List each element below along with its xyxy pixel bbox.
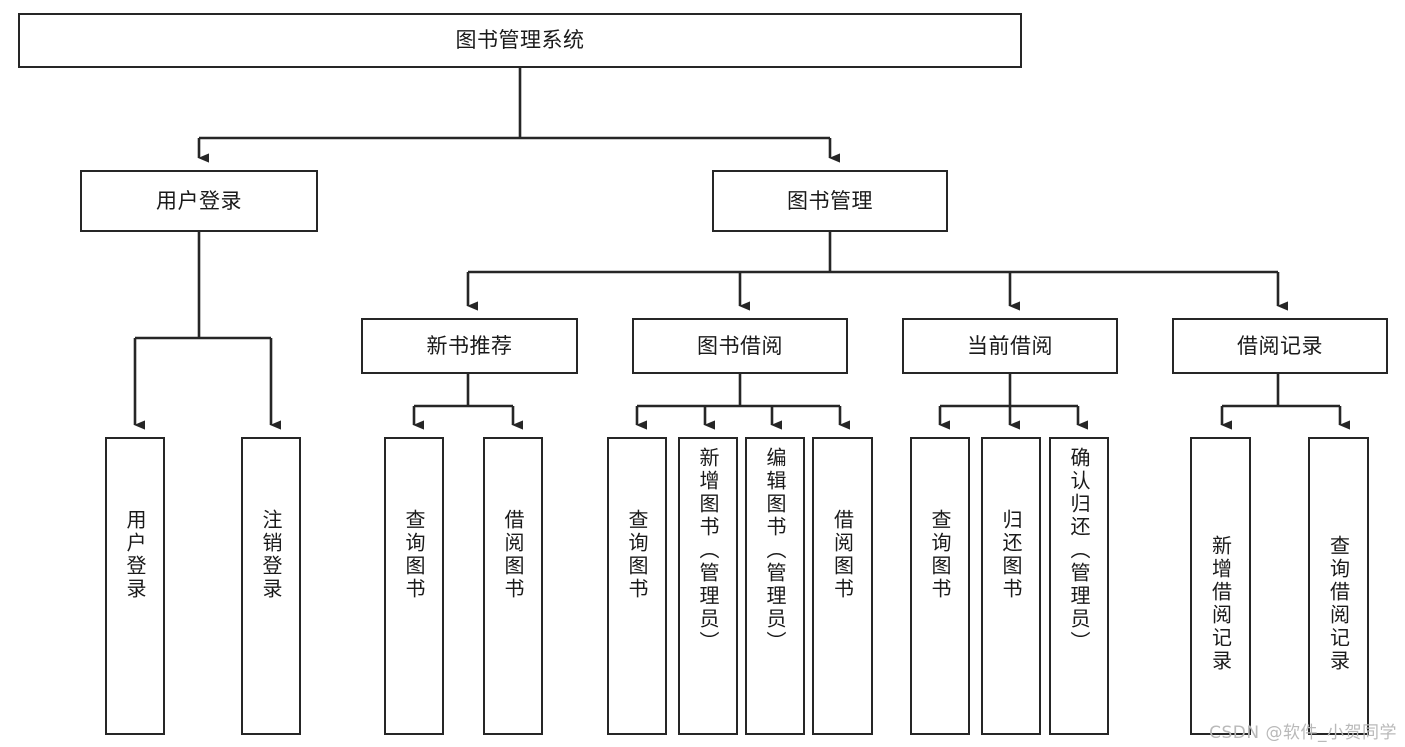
leaf-record-add-record[interactable]: 新增借阅记录 — [1190, 437, 1251, 735]
node-label: 图书借阅 — [697, 333, 783, 358]
node-label: 确认归还（管理员） — [1067, 447, 1091, 654]
node-label: 新增图书（管理员） — [696, 447, 720, 654]
node-label: 借阅记录 — [1237, 333, 1323, 358]
node-label: 当前借阅 — [967, 333, 1053, 358]
leaf-record-query-record[interactable]: 查询借阅记录 — [1308, 437, 1369, 735]
node-label: 查询图书 — [625, 509, 649, 601]
node-label: 归还图书 — [999, 509, 1023, 601]
node-label: 新增借阅记录 — [1208, 535, 1233, 673]
leaf-borrow-edit-book-admin[interactable]: 编辑图书（管理员） — [745, 437, 805, 735]
node-current-borrow[interactable]: 当前借阅 — [902, 318, 1118, 374]
node-book-borrow[interactable]: 图书借阅 — [632, 318, 848, 374]
node-label: 查询借阅记录 — [1326, 535, 1351, 673]
node-label: 借阅图书 — [830, 509, 855, 601]
node-label: 用户登录 — [123, 509, 147, 601]
leaf-borrow-add-book-admin[interactable]: 新增图书（管理员） — [678, 437, 738, 735]
leaf-user-logout[interactable]: 注销登录 — [241, 437, 301, 735]
leaf-borrow-query-book[interactable]: 查询图书 — [607, 437, 667, 735]
csdn-watermark: CSDN @软件_小贺同学 — [1209, 723, 1397, 743]
node-label: 图书管理 — [787, 188, 873, 213]
leaf-recommend-query-book[interactable]: 查询图书 — [384, 437, 444, 735]
node-root-system[interactable]: 图书管理系统 — [18, 13, 1022, 68]
node-label: 查询图书 — [928, 509, 952, 601]
node-label: 查询图书 — [402, 509, 426, 601]
node-borrow-record[interactable]: 借阅记录 — [1172, 318, 1388, 374]
node-label: 编辑图书（管理员） — [763, 447, 787, 654]
leaf-user-login[interactable]: 用户登录 — [105, 437, 165, 735]
node-label: 用户登录 — [156, 188, 242, 213]
node-label: 新书推荐 — [426, 333, 513, 358]
leaf-current-confirm-return-admin[interactable]: 确认归还（管理员） — [1049, 437, 1109, 735]
leaf-current-query-book[interactable]: 查询图书 — [910, 437, 970, 735]
node-label: 借阅图书 — [501, 509, 525, 601]
leaf-borrow-borrow-book[interactable]: 借阅图书 — [812, 437, 873, 735]
leaf-current-return-book[interactable]: 归还图书 — [981, 437, 1041, 735]
node-user-login[interactable]: 用户登录 — [80, 170, 318, 232]
node-book-management[interactable]: 图书管理 — [712, 170, 948, 232]
leaf-recommend-borrow-book[interactable]: 借阅图书 — [483, 437, 543, 735]
node-label: 图书管理系统 — [455, 28, 585, 53]
node-new-book-recommend[interactable]: 新书推荐 — [361, 318, 578, 374]
node-label: 注销登录 — [259, 509, 283, 601]
